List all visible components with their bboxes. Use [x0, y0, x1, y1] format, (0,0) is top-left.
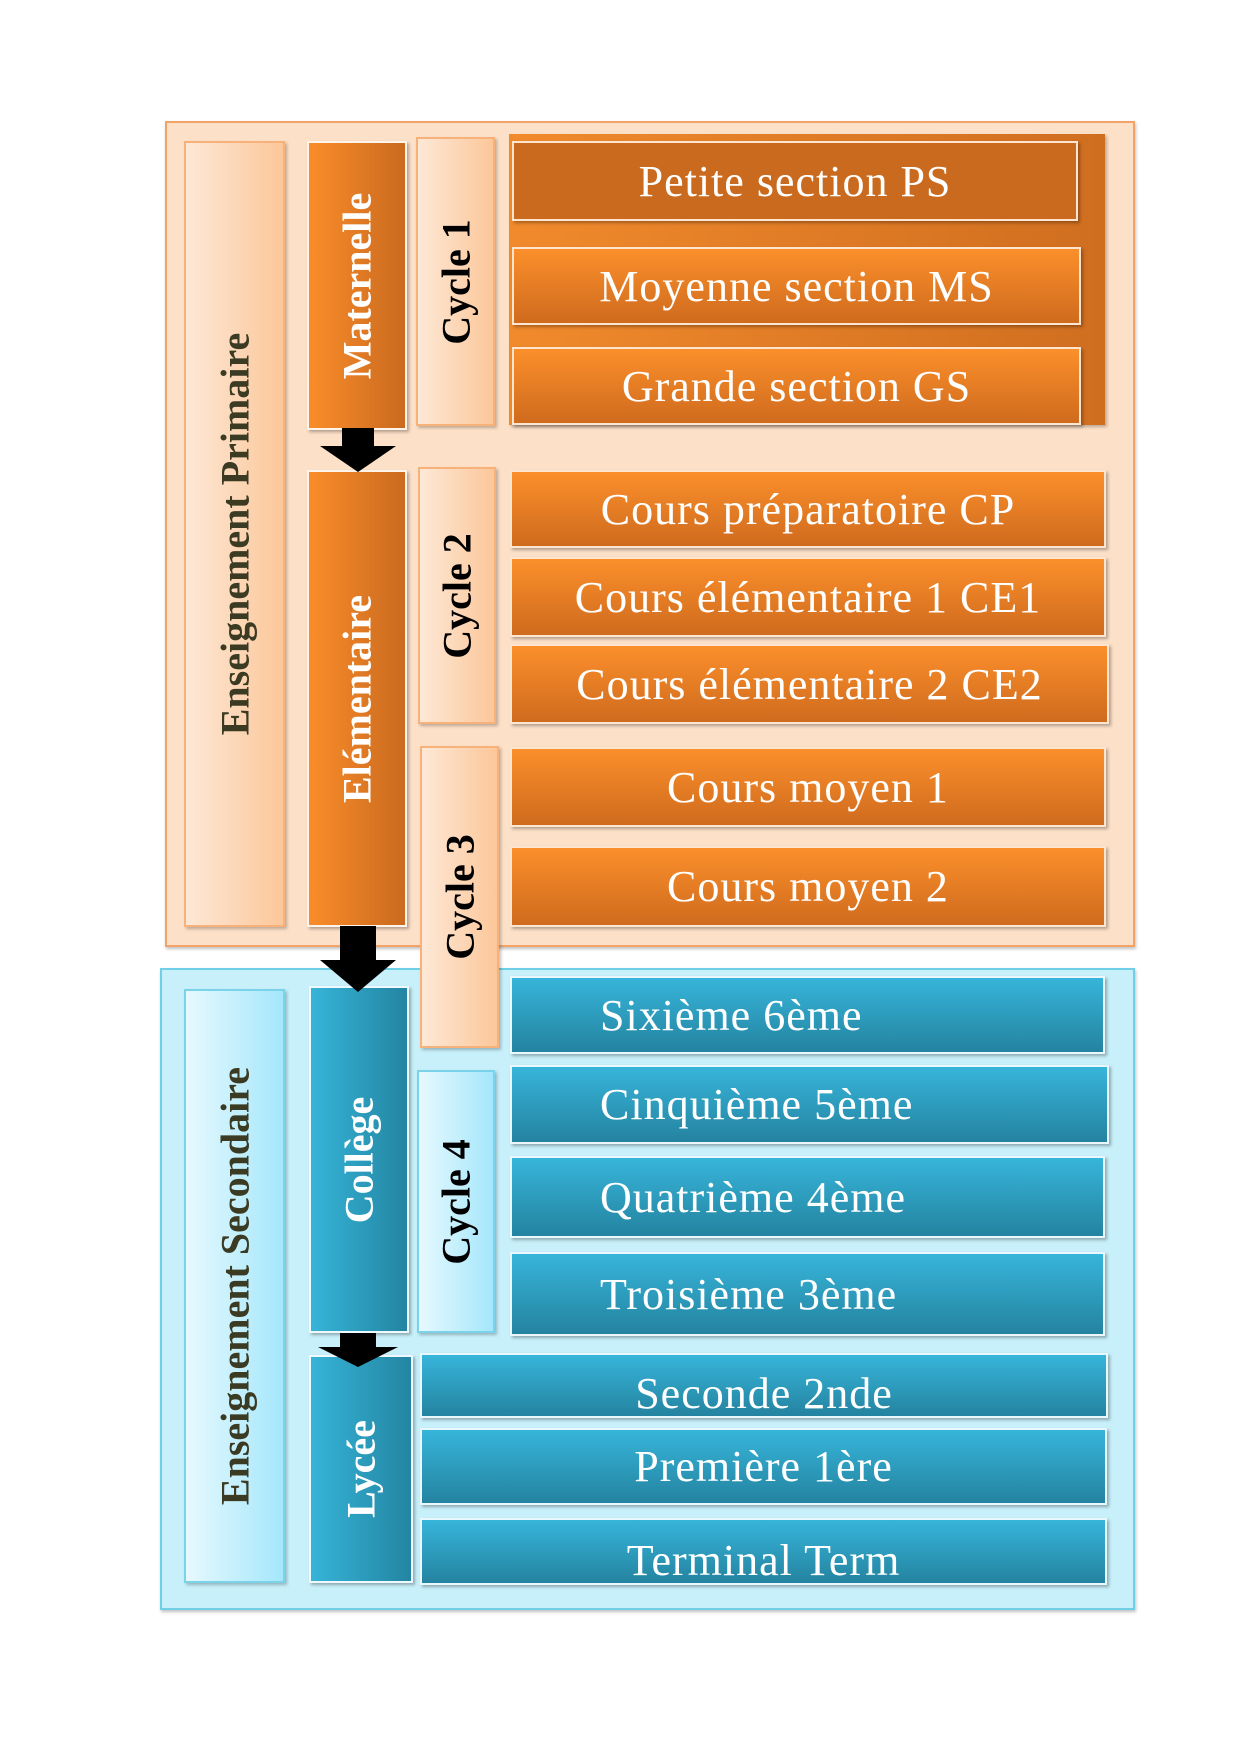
- class-2nde: Seconde 2nde: [420, 1353, 1108, 1418]
- stage-label: Lycée: [338, 1420, 384, 1518]
- cycle-2: Cycle 2: [418, 467, 496, 724]
- arrow-down-icon: [318, 1333, 398, 1367]
- class-3eme: Troisième 3ème: [510, 1252, 1105, 1336]
- secondary-title: Enseignement Secondaire: [212, 1066, 257, 1506]
- class-cm1: Cours moyen 1: [510, 747, 1106, 827]
- stage-college: Collège: [309, 986, 409, 1333]
- stage-label: Collège: [336, 1096, 382, 1223]
- arrow-down-icon: [320, 926, 396, 992]
- class-6eme: Sixième 6ème: [510, 976, 1105, 1054]
- cycle-4: Cycle 4: [417, 1070, 495, 1333]
- stage-label: Maternelle: [334, 192, 380, 379]
- secondary-title-bar: Enseignement Secondaire: [184, 989, 285, 1583]
- primary-title-bar: Enseignement Primaire: [184, 141, 285, 927]
- stage-elementaire: Elémentaire: [307, 470, 407, 927]
- arrow-down-icon: [320, 428, 396, 472]
- cycle-1: Cycle 1: [416, 137, 495, 426]
- class-4eme: Quatrième 4ème: [510, 1156, 1105, 1238]
- cycle-3: Cycle 3: [420, 746, 499, 1048]
- cycle-label: Cycle 4: [433, 1138, 479, 1265]
- cycle-label: Cycle 1: [433, 218, 478, 345]
- primary-title: Enseignement Primaire: [212, 332, 257, 736]
- class-ce1: Cours élémentaire 1 CE1: [510, 557, 1106, 637]
- class-5eme: Cinquième 5ème: [510, 1065, 1109, 1144]
- class-ms: Moyenne section MS: [512, 247, 1081, 325]
- class-ps: Petite section PS: [512, 141, 1078, 221]
- class-cp: Cours préparatoire CP: [510, 470, 1106, 548]
- stage-label: Elémentaire: [334, 594, 380, 803]
- cycle-label: Cycle 3: [437, 834, 482, 960]
- cycle-label: Cycle 2: [434, 532, 480, 659]
- class-ce2: Cours élémentaire 2 CE2: [510, 644, 1109, 724]
- stage-maternelle: Maternelle: [307, 141, 407, 430]
- stage-lycee: Lycée: [309, 1355, 413, 1583]
- class-gs: Grande section GS: [512, 347, 1081, 425]
- class-term: Terminal Term: [420, 1518, 1107, 1585]
- class-cm2: Cours moyen 2: [510, 846, 1106, 927]
- class-1ere: Première 1ère: [420, 1428, 1107, 1505]
